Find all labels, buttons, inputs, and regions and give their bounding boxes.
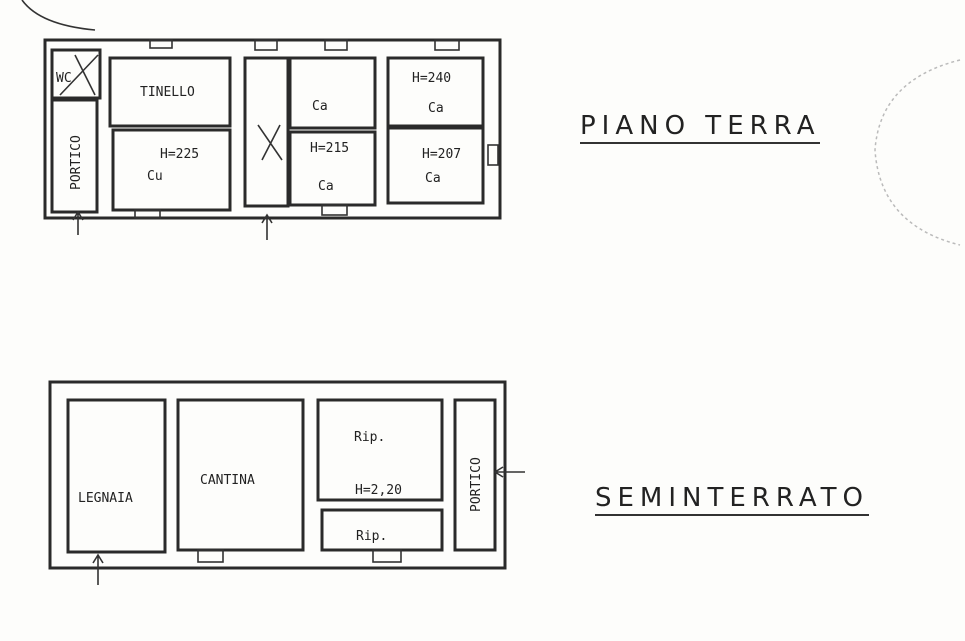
window bbox=[197, 549, 224, 563]
basement-plan: LEGNAIA CANTINA Rip. H=2,20 Rip. PORTICO bbox=[48, 380, 525, 585]
corridor bbox=[243, 56, 290, 208]
cu-room bbox=[111, 128, 232, 212]
entrance-arrow-icon bbox=[493, 466, 525, 478]
ca-label: Ca bbox=[425, 171, 441, 186]
ca-room-1 bbox=[288, 56, 377, 130]
entrance-arrow-icon bbox=[72, 210, 84, 235]
window bbox=[254, 39, 278, 51]
window bbox=[321, 204, 348, 216]
rip-label: Rip. bbox=[354, 430, 385, 445]
ca-room-3 bbox=[386, 56, 485, 128]
window bbox=[487, 144, 499, 166]
stamp-mark bbox=[874, 59, 961, 246]
ground-floor-plan: WC TINELLO PORTICO H=225 Cu Ca H=215 Ca … bbox=[43, 38, 502, 240]
window bbox=[324, 39, 348, 51]
height-label: H=225 bbox=[160, 147, 199, 162]
cantina-room bbox=[176, 398, 305, 552]
ca-label: Ca bbox=[428, 101, 444, 116]
window bbox=[134, 209, 161, 219]
ca-label: Ca bbox=[312, 99, 328, 114]
ca-room-4 bbox=[386, 126, 485, 205]
tinello-room bbox=[108, 56, 232, 128]
outer-wall bbox=[48, 380, 507, 570]
window bbox=[372, 549, 402, 563]
entrance-arrow-icon bbox=[261, 213, 273, 240]
height-label: H=207 bbox=[422, 147, 461, 162]
height-label: H=2,20 bbox=[355, 483, 402, 498]
ca-label: Ca bbox=[318, 179, 334, 194]
basement-title: SEMINTERRATO bbox=[595, 484, 869, 516]
tinello-label: TINELLO bbox=[140, 85, 195, 100]
window bbox=[149, 39, 173, 49]
portico-label: PORTICO bbox=[469, 457, 484, 512]
portico-label: PORTICO bbox=[69, 135, 84, 190]
window bbox=[434, 39, 460, 51]
legnaia-label: LEGNAIA bbox=[78, 491, 133, 506]
scan-edge-arc bbox=[21, 0, 96, 31]
entrance-arrow-icon bbox=[92, 553, 104, 585]
wc-label: WC bbox=[56, 71, 72, 86]
portico-room bbox=[453, 398, 497, 552]
ripostiglio-room-1 bbox=[316, 398, 444, 502]
height-label: H=215 bbox=[310, 141, 349, 156]
wc-room bbox=[50, 48, 102, 100]
height-label: H=240 bbox=[412, 71, 451, 86]
portico-room bbox=[50, 98, 99, 214]
ground-floor-title: PIANO TERRA bbox=[580, 112, 821, 144]
wc-cross bbox=[59, 54, 99, 96]
legnaia-room bbox=[66, 398, 167, 554]
stair-cross bbox=[257, 124, 283, 161]
cu-label: Cu bbox=[147, 169, 163, 184]
rip-label: Rip. bbox=[356, 529, 387, 544]
cantina-label: CANTINA bbox=[200, 473, 255, 488]
